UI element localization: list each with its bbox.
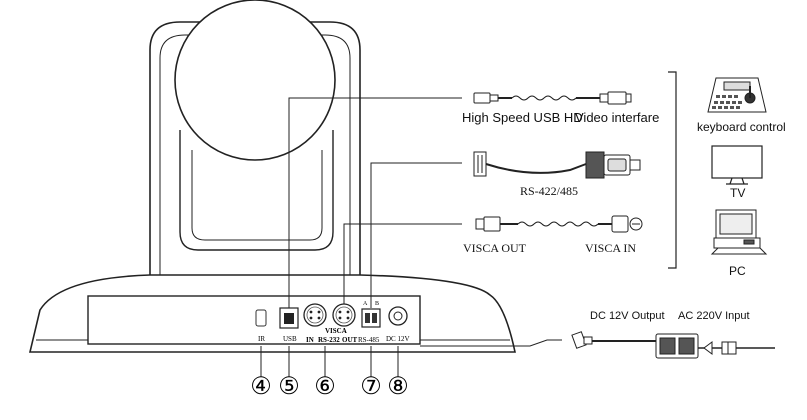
visca-in-label: IN (306, 336, 314, 344)
pc-icon (710, 209, 768, 255)
rs485-cable-label: RS-422/485 (520, 184, 579, 198)
visca-label: VISCA (325, 327, 347, 335)
rs232-label: RS-232 (318, 336, 340, 344)
lens-icon (174, 0, 336, 161)
tv-label: TV (730, 186, 746, 200)
callout-8: ⑧ (387, 374, 409, 400)
tv-icon (711, 145, 763, 185)
usb-cable-icon (473, 91, 632, 105)
rs485-label: RS-485 (358, 336, 380, 344)
callout-numbers: ④ ⑤ ⑥ ⑦ ⑧ (250, 374, 409, 400)
visca-in-cable-label: VISCA IN (585, 241, 637, 255)
rs485-terminal[interactable] (361, 308, 381, 328)
usb-cable-label-left: High Speed USB HD (462, 110, 583, 125)
dc12v-label: DC 12V (386, 335, 410, 343)
usb-cable-label-right: Video interfare (575, 110, 660, 125)
keyboard-controller-icon (707, 77, 767, 113)
rs485-b-label: B (375, 301, 379, 307)
keyboard-control-label: keyboard control (697, 120, 786, 134)
usb-port[interactable] (279, 307, 299, 329)
ir-sensor (255, 309, 267, 327)
callout-4: ④ (250, 374, 272, 400)
pc-label: PC (729, 264, 746, 278)
leader-lines (260, 97, 562, 377)
rs485-cable-icon (473, 151, 641, 179)
callout-7: ⑦ (360, 374, 382, 400)
power-adapter-icon (571, 331, 775, 359)
visca-cable-icon (475, 215, 643, 233)
usb-label: USB (283, 335, 297, 343)
visca-out-cable-label: VISCA OUT (463, 241, 527, 255)
rs485-a-label: A (363, 301, 368, 307)
dc-power-port[interactable] (388, 306, 408, 326)
callout-6: ⑥ (314, 374, 336, 400)
ir-label: IR (258, 335, 265, 343)
visca-out-port[interactable] (332, 303, 356, 327)
dc-output-label: DC 12V Output (590, 310, 665, 322)
devices-bracket (668, 71, 677, 269)
visca-in-port[interactable] (303, 303, 327, 327)
ac-input-label: AC 220V Input (678, 310, 750, 322)
callout-5: ⑤ (278, 374, 300, 400)
visca-out-label: OUT (342, 336, 358, 344)
